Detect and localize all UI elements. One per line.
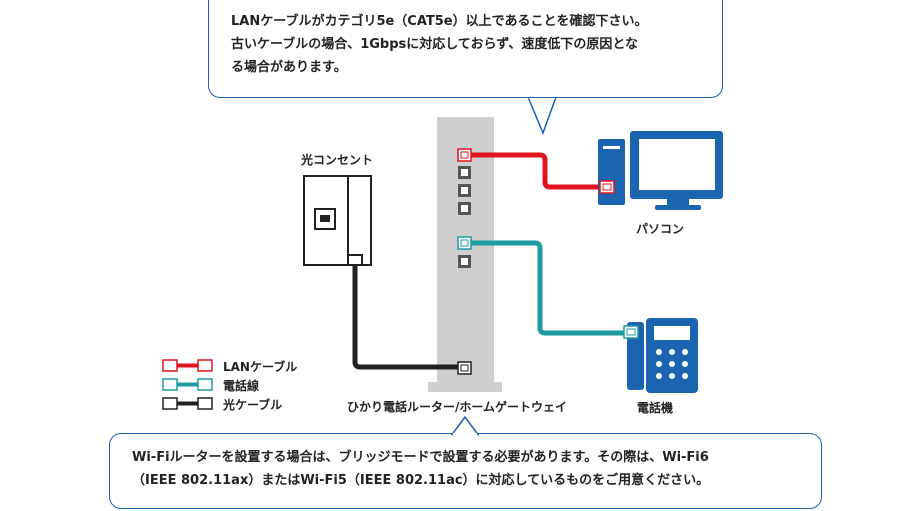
bottom-note-line-1: Wi-Fiルーターを設置する場合は、ブリッジモードで設置する必要があります。その… [132, 450, 709, 465]
legend-phone-label: 電話線 [223, 379, 260, 393]
phone-device [623, 318, 698, 393]
top-bubble-tail [526, 96, 558, 136]
bottom-note-bubble: Wi-Fiルーターを設置する場合は、ブリッジモードで設置する必要があります。その… [109, 433, 822, 509]
phone-line [471, 240, 630, 336]
optical-cable [352, 262, 458, 370]
phone-label: 電話機 [637, 401, 674, 415]
optical-outlet-label: 光コンセント [301, 153, 374, 167]
legend-phone-swatch [162, 378, 213, 391]
router-label: ひかり電話ルーター/ホームゲートウェイ [347, 400, 568, 414]
legend-optical-swatch [162, 397, 213, 410]
router-lan-ports [457, 148, 472, 215]
top-note-line-1: LANケーブルがカテゴリ5e（CAT5e）以上であることを確認下さい。 [231, 14, 648, 29]
legend-lan-swatch [162, 359, 213, 372]
pc-label: パソコン [636, 222, 685, 236]
lan-cable [471, 152, 602, 190]
legend-optical-label: 光ケーブル [223, 398, 283, 412]
optical-outlet-device [303, 175, 372, 266]
top-note-line-3: る場合があります。 [231, 60, 347, 75]
pc-device [598, 131, 723, 210]
top-note-line-2: 古いケーブルの場合、1Gbpsに対応しておらず、速度低下の原因とな [231, 37, 638, 52]
router-phone-ports [457, 236, 472, 268]
router-base [428, 382, 502, 392]
top-note-bubble: LANケーブルがカテゴリ5e（CAT5e）以上であることを確認下さい。 古いケー… [208, 0, 723, 98]
router-optical-port [457, 361, 472, 375]
legend-lan-label: LANケーブル [223, 360, 298, 374]
bottom-note-line-2: （IEEE 802.11ax）またはWi-Fi5（IEEE 802.11ac）に… [132, 473, 710, 488]
